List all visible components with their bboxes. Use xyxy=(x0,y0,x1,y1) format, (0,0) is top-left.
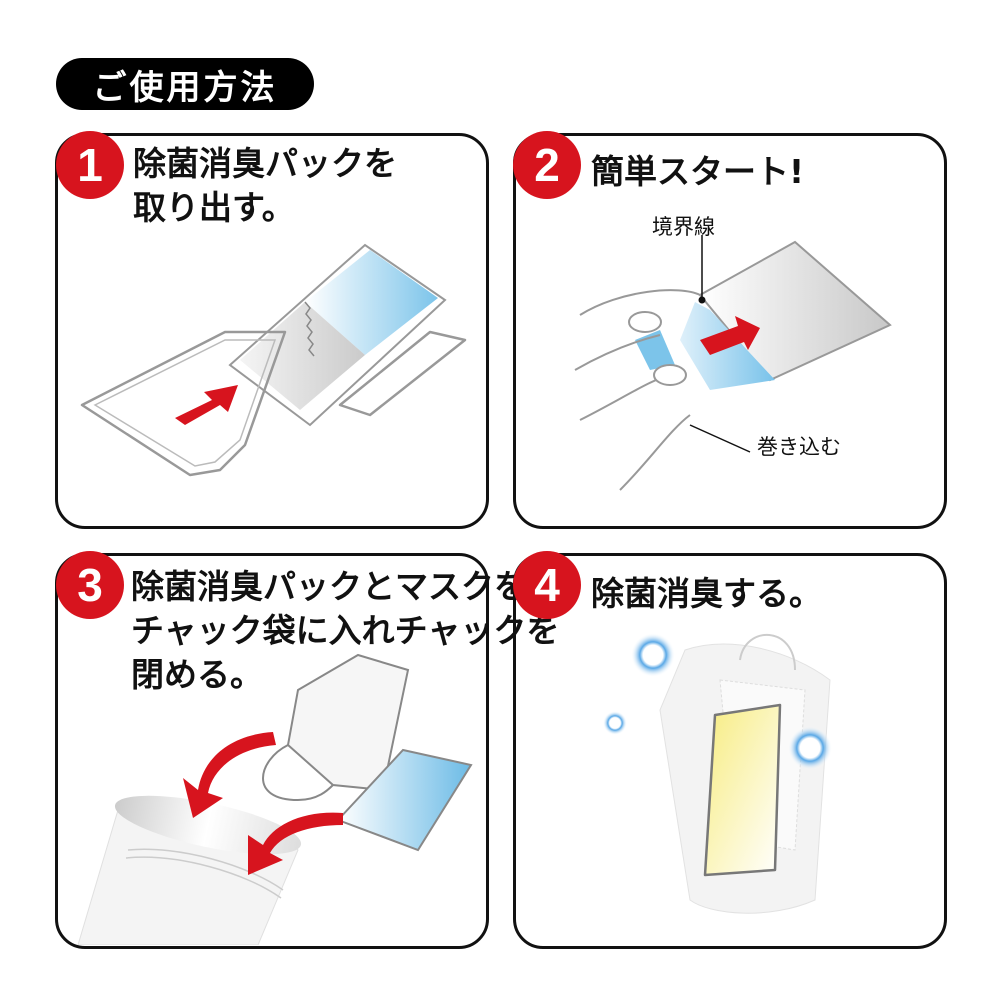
step-4-line-1: 除菌消臭する。 xyxy=(591,574,822,613)
roll-in-label: 巻き込む xyxy=(757,435,841,459)
step-1-badge: 1 xyxy=(56,131,124,199)
step-3-badge: 3 xyxy=(56,551,124,619)
step-2-badge: 2 xyxy=(513,131,581,199)
section-title: ご使用方法 xyxy=(56,58,314,110)
boundary-line-label: 境界線 xyxy=(652,215,715,239)
step-4-text: 除菌消臭する。 xyxy=(591,572,822,616)
step-3-line-2: チャック袋に入れチャックを xyxy=(131,611,560,650)
step-1-text: 除菌消臭パックを 取り出す。 xyxy=(133,142,397,230)
pack-removal-illustration xyxy=(80,243,467,477)
step-3-text: 除菌消臭パックとマスクを チャック袋に入れチャックを 閉める。 xyxy=(131,565,559,697)
bag-insert-illustration xyxy=(77,653,473,945)
pack-open-illustration xyxy=(574,235,892,491)
step-1-line-2: 取り出す。 xyxy=(133,188,295,227)
step-2-text: 簡単スタート! xyxy=(591,150,804,194)
sterilize-bag-illustration xyxy=(603,633,832,914)
step-1-line-1: 除菌消臭パックを xyxy=(133,144,397,183)
step-3-line-1: 除菌消臭パックとマスクを xyxy=(131,567,527,606)
step-3-line-3: 閉める。 xyxy=(131,655,263,694)
step-4-badge: 4 xyxy=(513,551,581,619)
step-2-line-1: 簡単スタート! xyxy=(591,152,805,191)
